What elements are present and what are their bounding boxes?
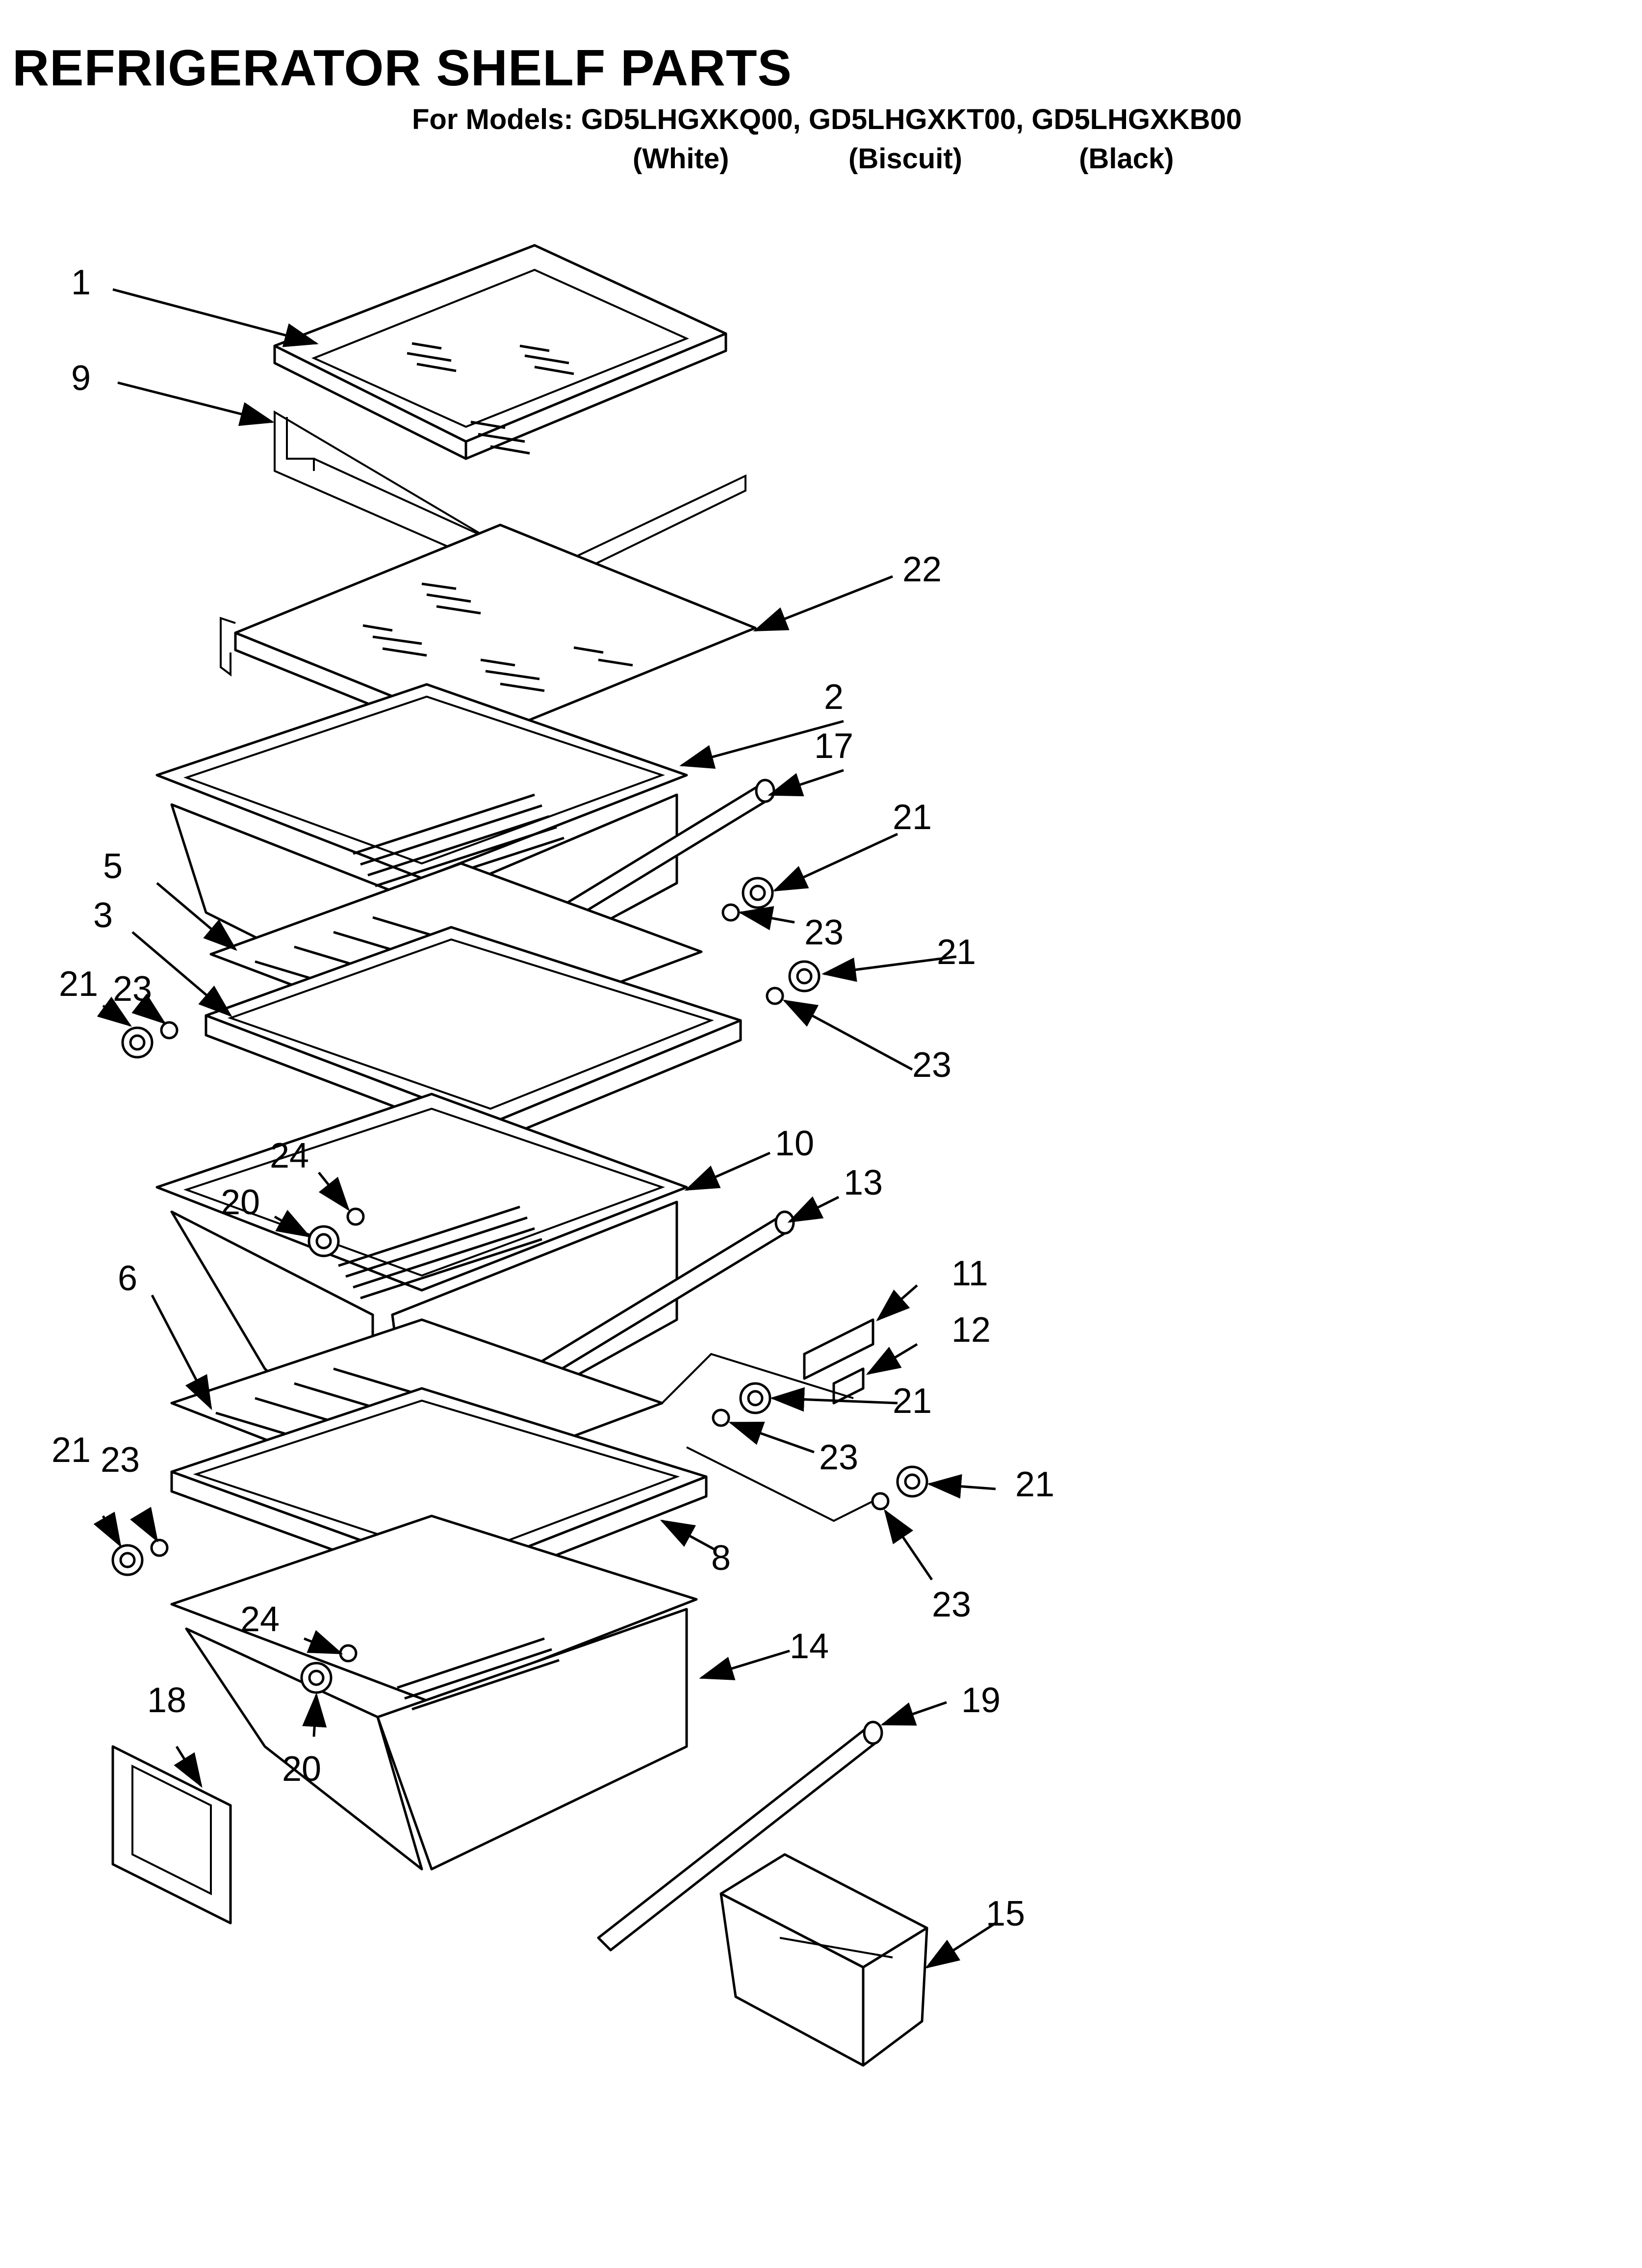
callout-13: 13 xyxy=(844,1163,883,1202)
callout-1: 1 xyxy=(71,263,91,302)
part-19-drawer-trim xyxy=(597,1721,883,1952)
callout-21-d: 21 xyxy=(893,1382,932,1421)
callout-23-b: 23 xyxy=(912,1045,951,1085)
part-21-rollers xyxy=(111,877,928,1576)
callout-24-b: 24 xyxy=(240,1600,280,1639)
part-23-screws xyxy=(150,903,890,1557)
color-label-black: (Black) xyxy=(1079,143,1174,175)
color-label-white: (White) xyxy=(633,143,729,175)
part-14-bottom-drawer xyxy=(170,1514,698,1871)
part-11-bracket xyxy=(803,1318,874,1380)
callout-22: 22 xyxy=(902,550,942,589)
callout-23-e: 23 xyxy=(932,1585,971,1624)
part-18-label-holder xyxy=(111,1745,232,1925)
callout-21-c: 21 xyxy=(59,965,98,1004)
callout-8: 8 xyxy=(711,1538,731,1578)
callout-5: 5 xyxy=(103,847,123,886)
callout-numbers: 1 9 22 2 17 21 23 21 23 5 3 21 23 10 13 … xyxy=(51,263,1054,1933)
callout-15: 15 xyxy=(986,1894,1025,1933)
leader-lines xyxy=(93,288,997,1969)
callout-21-a: 21 xyxy=(893,798,932,837)
callout-9: 9 xyxy=(71,359,91,398)
callout-23-f: 23 xyxy=(101,1440,140,1480)
callout-11: 11 xyxy=(951,1254,988,1293)
callout-14: 14 xyxy=(790,1627,829,1666)
callout-20-b: 20 xyxy=(282,1749,321,1789)
callout-23-d: 23 xyxy=(819,1438,858,1477)
callout-18: 18 xyxy=(147,1681,186,1720)
callout-24-a: 24 xyxy=(270,1136,309,1175)
diagram-header: REFRIGERATOR SHELF PARTS For Models: GD5… xyxy=(0,0,1642,196)
callout-20-a: 20 xyxy=(221,1183,260,1222)
part-15-storage-bin xyxy=(719,1853,928,2067)
color-label-biscuit: (Biscuit) xyxy=(848,143,962,175)
part-12-bracket xyxy=(832,1367,865,1405)
callout-21-b: 21 xyxy=(937,933,976,972)
models-line: For Models: GD5LHGXKQ00, GD5LHGXKT00, GD… xyxy=(412,104,1242,135)
part-20-wheels xyxy=(300,1225,340,1694)
callout-3: 3 xyxy=(93,896,113,935)
callout-17: 17 xyxy=(814,727,853,766)
part-1-glass-shelf xyxy=(273,244,727,460)
callout-21-e: 21 xyxy=(1015,1465,1054,1504)
page-title: REFRIGERATOR SHELF PARTS xyxy=(12,40,792,97)
callout-19: 19 xyxy=(961,1681,1001,1720)
callout-6: 6 xyxy=(118,1259,137,1298)
callout-12: 12 xyxy=(951,1310,991,1350)
callout-23-a: 23 xyxy=(804,913,844,952)
callout-23-c: 23 xyxy=(113,969,152,1009)
callout-10: 10 xyxy=(775,1124,814,1163)
callout-2: 2 xyxy=(824,678,844,717)
callout-21-f: 21 xyxy=(51,1431,91,1470)
